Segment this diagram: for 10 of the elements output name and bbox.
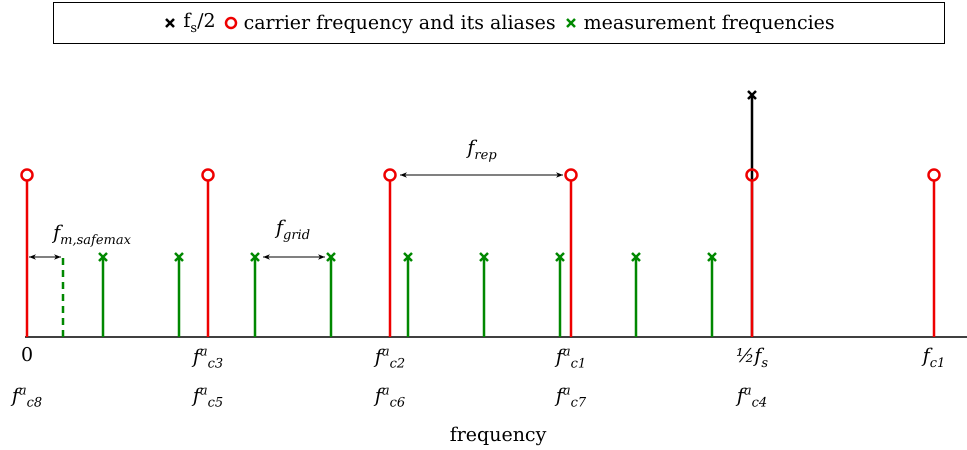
tick-label: 0 — [20, 344, 34, 366]
tick-label: ½f$_{s}$ — [736, 345, 768, 371]
dimension-label: f$_{grid}$ — [276, 217, 310, 243]
legend-label: measurement frequencies — [584, 12, 835, 34]
tick-label: f$_{c1}$ — [922, 345, 946, 371]
legend-label: f$_{s}$/2 — [183, 10, 216, 36]
dimension-label: f$_{m,safemax}$ — [53, 222, 131, 248]
legend-label: carrier frequency and its aliases — [244, 12, 556, 34]
axis-title: frequency — [450, 424, 546, 446]
dimension-label: f$_{rep}$ — [467, 137, 497, 163]
